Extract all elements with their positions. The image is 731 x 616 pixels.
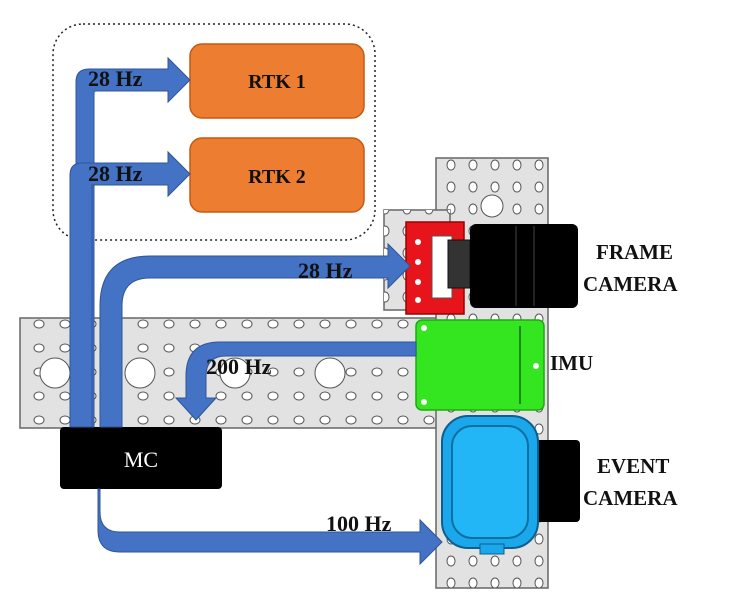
- mc-box: MC: [60, 427, 222, 489]
- rate-event-camera: 100 Hz: [326, 511, 392, 536]
- rate-frame-camera: 28 Hz: [298, 258, 353, 283]
- mc-label: MC: [124, 447, 158, 472]
- rate-rtk1: 28 Hz: [88, 66, 143, 91]
- rate-rtk2: 28 Hz: [88, 161, 143, 186]
- arrow-to-event-camera: [97, 488, 443, 566]
- imu-board: [415, 319, 545, 411]
- frame-camera-label-line1: FRAME: [596, 240, 673, 264]
- camera-body-icon: [470, 224, 578, 308]
- rtk1-box: RTK 1: [189, 43, 365, 119]
- frame-camera-label-line2: CAMERA: [583, 272, 678, 296]
- rtk2-label: RTK 2: [248, 166, 306, 188]
- arrow-to-frame-camera: [99, 242, 411, 428]
- imu-label: IMU: [550, 351, 593, 375]
- event-camera-label-line1: EVENT: [597, 454, 669, 478]
- rtk-group-border: [52, 23, 376, 241]
- frame-camera: [405, 221, 578, 315]
- event-camera-label-line2: CAMERA: [583, 486, 678, 510]
- event-camera: [441, 415, 580, 555]
- rtk1-label: RTK 1: [248, 71, 306, 93]
- arrow-to-rtk2: [69, 150, 191, 428]
- rtk2-box: RTK 2: [189, 137, 365, 213]
- rate-imu: 200 Hz: [206, 354, 272, 379]
- imu-board-icon: [415, 319, 545, 411]
- arrow-from-imu: [174, 341, 417, 421]
